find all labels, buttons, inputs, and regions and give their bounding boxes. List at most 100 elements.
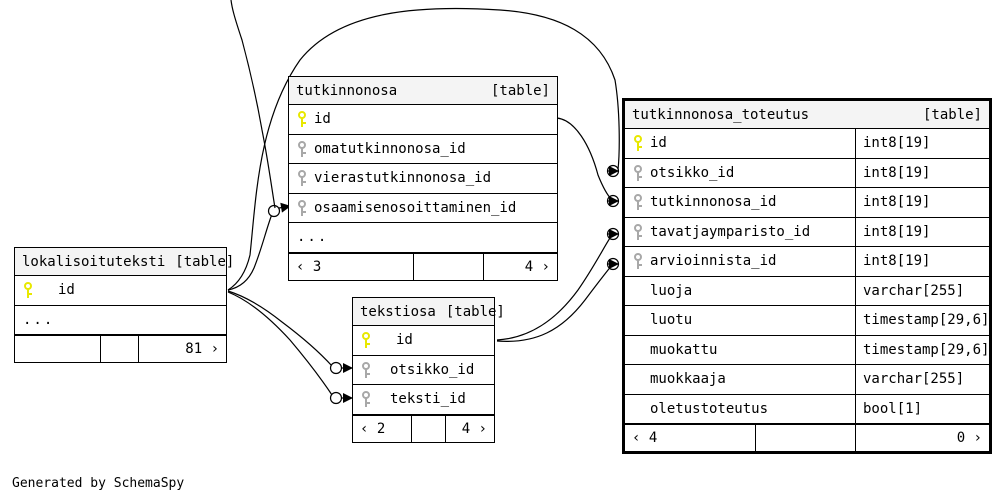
column-type: int8[19] [855, 188, 989, 217]
table-row[interactable]: arvioinnista_id int8[19] [625, 247, 989, 277]
column-cell: tutkinnonosa_id [625, 194, 855, 211]
column-cell: otsikko_id [353, 361, 494, 378]
column-cell: omatutkinnonosa_id [289, 140, 557, 157]
more-columns-row: ... [15, 306, 226, 335]
table-tutkinnonosa[interactable]: tutkinnonosa [table] id omatutkinnonosa_… [288, 76, 558, 281]
column-name: vierastutkinnonosa_id [314, 170, 492, 187]
column-type: int8[19] [855, 158, 989, 187]
column-cell: arvioinnista_id [625, 253, 855, 270]
column-name: oletustoteutus [650, 400, 769, 417]
no-key-icon [633, 312, 644, 328]
primary-key-icon [297, 111, 308, 128]
table-type-tag: [table] [175, 253, 235, 270]
column-cell: luotu [625, 312, 855, 328]
table-row[interactable]: id int8[19] [625, 129, 989, 159]
column-cell: vierastutkinnonosa_id [289, 170, 557, 187]
column-type: int8[19] [855, 217, 989, 246]
column-name: id [58, 282, 75, 299]
column-name: id [650, 135, 667, 152]
table-lokalisoituteksti[interactable]: lokalisoituteksti [table] id ... 81 › [14, 247, 234, 363]
column-name: id [396, 332, 413, 349]
table-row[interactable]: osaamisenosoittaminen_id [289, 194, 557, 223]
column-cell: osaamisenosoittaminen_id [289, 199, 557, 216]
column-type: timestamp[29,6] [855, 335, 989, 364]
column-cell: otsikko_id [625, 164, 855, 181]
column-cell: oletustoteutus [625, 401, 855, 417]
table-title: tekstiosa [360, 303, 436, 320]
column-name: luotu [650, 312, 693, 329]
edge-cardinality-zero-marker [329, 361, 343, 375]
table-type-tag: [table] [490, 82, 550, 99]
table-row[interactable]: id [289, 105, 557, 135]
table-row[interactable]: tutkinnonosa_id int8[19] [625, 188, 989, 218]
footer-prev-button[interactable]: ‹ 4 [632, 430, 658, 446]
column-cell: id [289, 111, 557, 128]
column-cell: id [15, 282, 226, 299]
table-row[interactable]: omatutkinnonosa_id [289, 135, 557, 164]
table-footer-tutkinnonosa: ‹ 3 4 › [289, 252, 557, 280]
edge-cardinality-zero-marker [329, 391, 343, 405]
column-cell: tavatjaymparisto_id [625, 223, 855, 240]
table-row[interactable]: oletustoteutus bool[1] [625, 394, 989, 424]
table-type-tag: [table] [922, 106, 982, 123]
table-row[interactable]: tavatjaymparisto_id int8[19] [625, 217, 989, 247]
table-row[interactable]: muokattu timestamp[29,6] [625, 335, 989, 365]
foreign-key-icon [297, 170, 308, 187]
footer-middle [411, 415, 445, 442]
column-type: varchar[255] [855, 365, 989, 394]
column-name: muokkaaja [650, 371, 726, 388]
primary-key-icon [633, 135, 644, 152]
footer-next-button[interactable]: 0 › [855, 425, 989, 451]
footer-prev-button[interactable]: ‹ 2 [360, 420, 386, 437]
foreign-key-icon [297, 199, 308, 216]
table-row[interactable]: luotu timestamp[29,6] [625, 306, 989, 336]
edge-cardinality-zero-marker [606, 194, 620, 208]
table-title: tutkinnonosa_toteutus [632, 106, 810, 123]
primary-key-icon [23, 282, 34, 299]
table-footer-lokalisoituteksti: 81 › [15, 335, 226, 362]
table-row[interactable]: otsikko_id int8[19] [625, 158, 989, 188]
generated-by-caption: Generated by SchemaSpy [12, 476, 185, 491]
footer-next-button[interactable]: 4 › [445, 415, 494, 442]
column-cell: luoja [625, 283, 855, 299]
table-tutkinnonosa-toteutus[interactable]: tutkinnonosa_toteutus [table] id int8[19… [622, 98, 992, 454]
column-name: otsikko_id [390, 361, 475, 378]
table-row[interactable]: id [353, 326, 494, 356]
table-header-lokalisoituteksti: lokalisoituteksti [table] [15, 248, 234, 276]
ellipsis-label: ... [23, 311, 55, 328]
edge-lokalisoituteksti-upper-strand [230, 0, 276, 209]
table-row[interactable]: vierastutkinnonosa_id [289, 164, 557, 194]
column-type: bool[1] [855, 394, 989, 423]
foreign-key-icon [297, 140, 308, 157]
footer-next-button[interactable]: 81 › [138, 336, 226, 362]
table-header-tutkinnonosa: tutkinnonosa [table] [289, 77, 557, 105]
edge-lokalisoituteksti-to-tekstiosa-teksti [227, 291, 333, 396]
table-tekstiosa[interactable]: tekstiosa [table] id otsikko_id [352, 297, 505, 443]
column-name: tavatjaymparisto_id [650, 223, 811, 240]
column-name: osaamisenosoittaminen_id [314, 199, 517, 216]
no-key-icon [633, 342, 644, 358]
foreign-key-icon [633, 253, 644, 270]
edge-lokalisoituteksti-to-tekstiosa-otsikko [227, 290, 333, 367]
column-name: teksti_id [390, 391, 466, 408]
column-name: arvioinnista_id [650, 253, 777, 270]
footer-prev-button[interactable] [15, 336, 100, 362]
table-header-tutkinnonosa-toteutus: tutkinnonosa_toteutus [table] [625, 101, 989, 129]
column-name: omatutkinnonosa_id [314, 140, 466, 157]
foreign-key-icon [633, 194, 644, 211]
table-row[interactable]: id [15, 276, 226, 306]
table-row[interactable]: teksti_id [353, 385, 494, 415]
footer-next-button[interactable]: 4 › [483, 253, 557, 280]
column-type: int8[19] [855, 247, 989, 276]
edge-tutkinnonosa-to-toteutus [556, 117, 613, 201]
column-cell: id [353, 332, 494, 349]
footer-prev-button[interactable]: ‹ 3 [296, 258, 322, 275]
foreign-key-icon [633, 223, 644, 240]
foreign-key-icon [361, 391, 372, 408]
table-row[interactable]: muokkaaja varchar[255] [625, 365, 989, 395]
table-row[interactable]: otsikko_id [353, 356, 494, 385]
ellipsis-label: ... [297, 229, 329, 246]
table-row[interactable]: luoja varchar[255] [625, 276, 989, 306]
edge-cardinality-zero-marker [267, 204, 281, 218]
column-cell: id [625, 135, 855, 152]
